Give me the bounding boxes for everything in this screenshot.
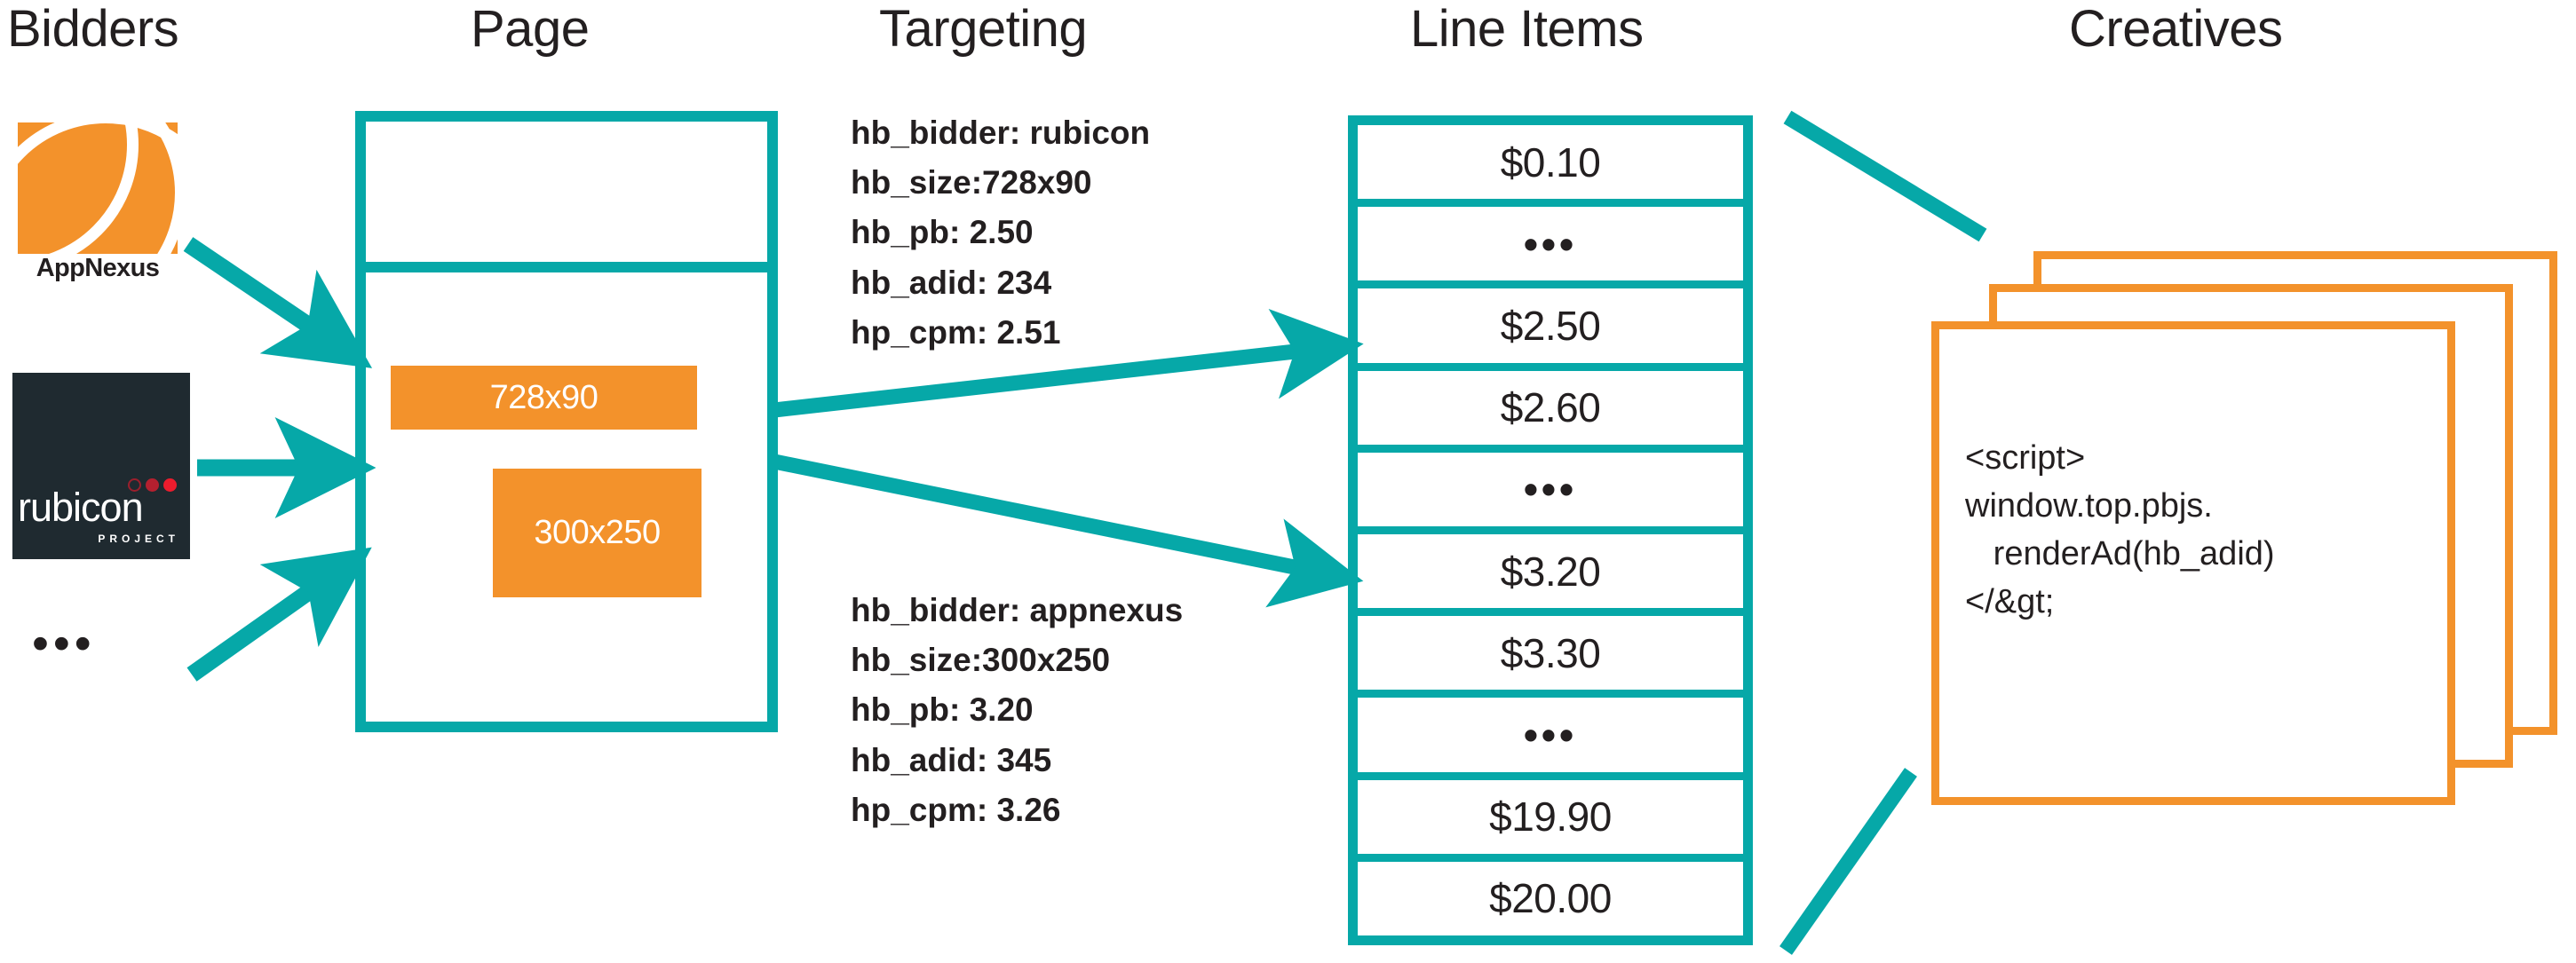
arrow-appnexus-to-page <box>183 237 373 368</box>
creative-card-front <box>1931 321 2455 805</box>
column-title-creatives: Creatives <box>2069 0 2283 58</box>
ad-slot-300x250[interactable]: 300x250 <box>493 469 701 597</box>
targeting-block-appnexus: hb_bidder: appnexus hb_size:300x250 hb_p… <box>851 592 1184 828</box>
column-title-line-items: Line Items <box>1410 0 1644 58</box>
line-item-row: ••• <box>1358 452 1743 527</box>
rubicon-subwordmark: PROJECT <box>98 533 179 545</box>
line-item-row[interactable]: $3.20 <box>1358 534 1743 609</box>
appnexus-logo: AppNexus <box>18 122 178 284</box>
line-item-row[interactable]: $0.10 <box>1358 125 1743 200</box>
page-header-divider <box>355 262 778 272</box>
line-item-row[interactable]: $2.60 <box>1358 370 1743 445</box>
line-item-row[interactable]: $20.00 <box>1358 861 1743 936</box>
appnexus-wordmark: AppNexus <box>36 254 160 282</box>
column-title-targeting: Targeting <box>879 0 1088 58</box>
line-item-row[interactable]: $2.50 <box>1358 288 1743 363</box>
line-items-list: $0.10 ••• $2.50 $2.60 ••• $3.20 $3.30 ••… <box>1348 115 1753 945</box>
rubicon-dots-icon <box>123 478 177 493</box>
line-item-row: ••• <box>1358 698 1743 772</box>
connector-lineitems-to-creatives-top <box>1783 110 1987 242</box>
rubicon-project-logo: rubicon PROJECT <box>12 373 190 559</box>
appnexus-mark-icon <box>18 122 178 254</box>
arrow-page-to-lineitem-320 <box>773 454 1364 608</box>
ad-slot-728x90[interactable]: 728x90 <box>391 366 697 430</box>
column-title-page: Page <box>471 0 590 58</box>
bidders-more-indicator: ••• <box>32 617 96 670</box>
line-item-row[interactable]: $19.90 <box>1358 779 1743 854</box>
connector-lineitems-to-creatives-bottom <box>1779 768 1917 955</box>
creative-snippet-code: <script> window.top.pbjs. renderAd(hb_ad… <box>1965 439 2275 620</box>
rubicon-wordmark: rubicon <box>18 485 144 530</box>
line-item-row[interactable]: $3.30 <box>1358 616 1743 691</box>
line-item-row: ••• <box>1358 207 1743 281</box>
targeting-block-rubicon: hb_bidder: rubicon hb_size:728x90 hb_pb:… <box>851 114 1151 351</box>
arrow-more-bidders-to-page <box>186 547 372 682</box>
column-title-bidders: Bidders <box>7 0 179 58</box>
